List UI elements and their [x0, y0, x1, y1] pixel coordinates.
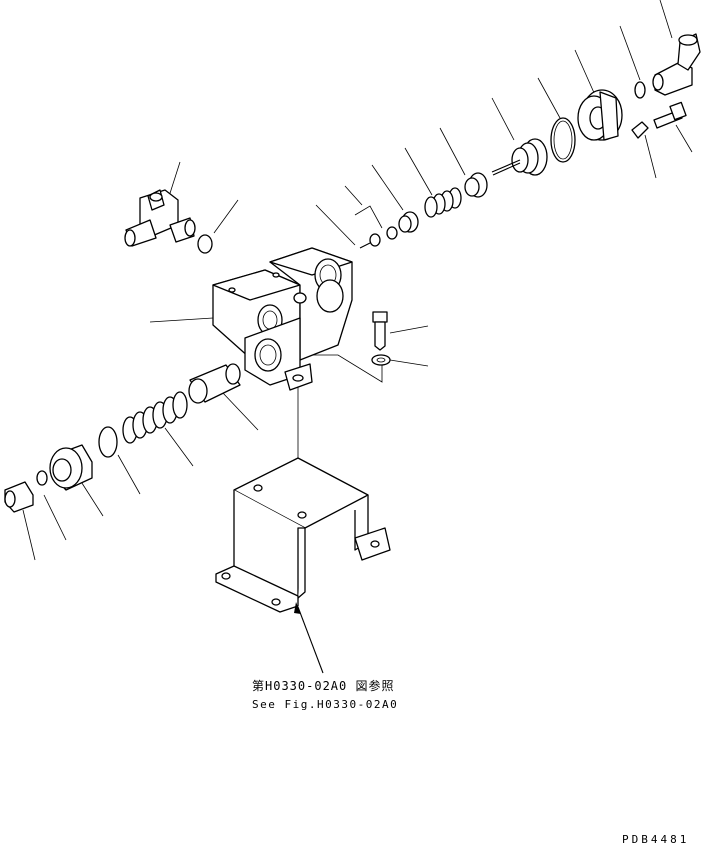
leader-lines	[22, 0, 693, 600]
o-ring-large	[550, 117, 576, 163]
flange-plug	[577, 89, 687, 141]
figure-code: PDB4481	[622, 833, 689, 846]
elbow-fitting	[634, 33, 701, 99]
sleeve	[188, 363, 241, 404]
o-ring-small	[197, 234, 213, 254]
mounting-bracket	[215, 457, 391, 613]
seat-washer	[464, 172, 488, 198]
valve-body	[212, 247, 353, 391]
reference-text-jp: 第H0330-02A0 図参照	[252, 678, 394, 693]
o-ring-lower	[98, 426, 118, 458]
poppet-stem	[491, 138, 548, 176]
lower-plug	[4, 444, 93, 513]
small-spring	[424, 187, 462, 218]
reference-arrow	[294, 602, 324, 674]
spool-cap	[359, 211, 419, 249]
large-spring	[122, 391, 188, 444]
bolt-washer	[371, 311, 391, 366]
tee-fitting	[124, 189, 213, 254]
reference-text-en: See Fig.H0330-02A0	[252, 698, 398, 711]
